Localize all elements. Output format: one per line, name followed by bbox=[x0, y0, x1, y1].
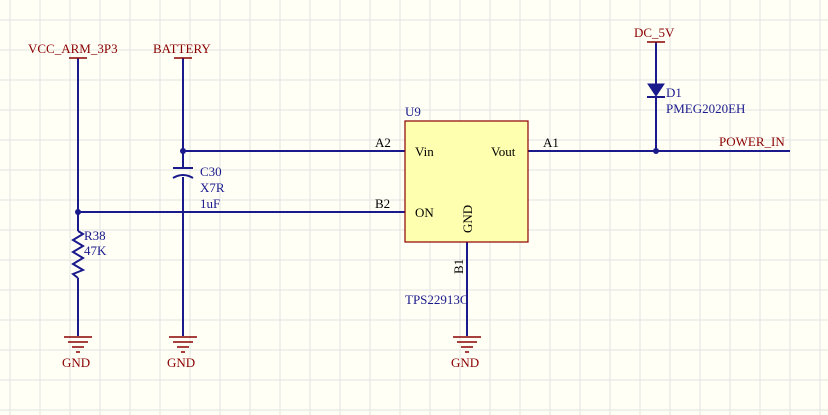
c30-dielectric: X7R bbox=[200, 180, 225, 195]
u9-pin-vin: Vin bbox=[415, 144, 434, 159]
ground-symbol: GND bbox=[167, 336, 197, 370]
capacitor-c30-plate-curved bbox=[172, 174, 194, 179]
d1-part: PMEG2020EH bbox=[666, 101, 745, 116]
ground-symbol: GND bbox=[451, 336, 481, 370]
c30-designator: C30 bbox=[200, 164, 222, 179]
u9-part: TPS22913C bbox=[405, 292, 469, 307]
diode-d1-symbol bbox=[647, 83, 665, 97]
r38-value: 47K bbox=[84, 243, 107, 258]
ground-symbol: GND bbox=[62, 336, 92, 370]
u9-pin-number-b1: B1 bbox=[451, 259, 466, 274]
junction-dot bbox=[180, 148, 186, 154]
u9-pin-on: ON bbox=[415, 205, 434, 220]
gnd-label: GND bbox=[451, 355, 479, 370]
gnd-label: GND bbox=[62, 355, 90, 370]
u9-pin-gnd: GND bbox=[460, 205, 475, 233]
u9-designator: U9 bbox=[405, 104, 421, 119]
net-label-dc-5v: DC_5V bbox=[634, 25, 675, 40]
net-label-battery: BATTERY bbox=[153, 41, 211, 56]
r38-designator: R38 bbox=[84, 228, 106, 243]
junction-dot bbox=[75, 209, 81, 215]
net-label-vcc-arm: VCC_ARM_3P3 bbox=[28, 41, 118, 56]
junction-dot bbox=[653, 148, 659, 154]
gnd-label: GND bbox=[167, 355, 195, 370]
net-label-power-in: POWER_IN bbox=[719, 134, 785, 149]
u9-pin-number-a1: A1 bbox=[543, 135, 559, 150]
u9-pin-vout: Vout bbox=[491, 144, 516, 159]
d1-designator: D1 bbox=[666, 85, 682, 100]
u9-pin-number-b2: B2 bbox=[375, 196, 390, 211]
resistor-r38 bbox=[71, 230, 86, 279]
ic-u9-body bbox=[404, 120, 529, 243]
c30-value: 1uF bbox=[200, 196, 220, 211]
u9-pin-number-a2: A2 bbox=[375, 135, 391, 150]
